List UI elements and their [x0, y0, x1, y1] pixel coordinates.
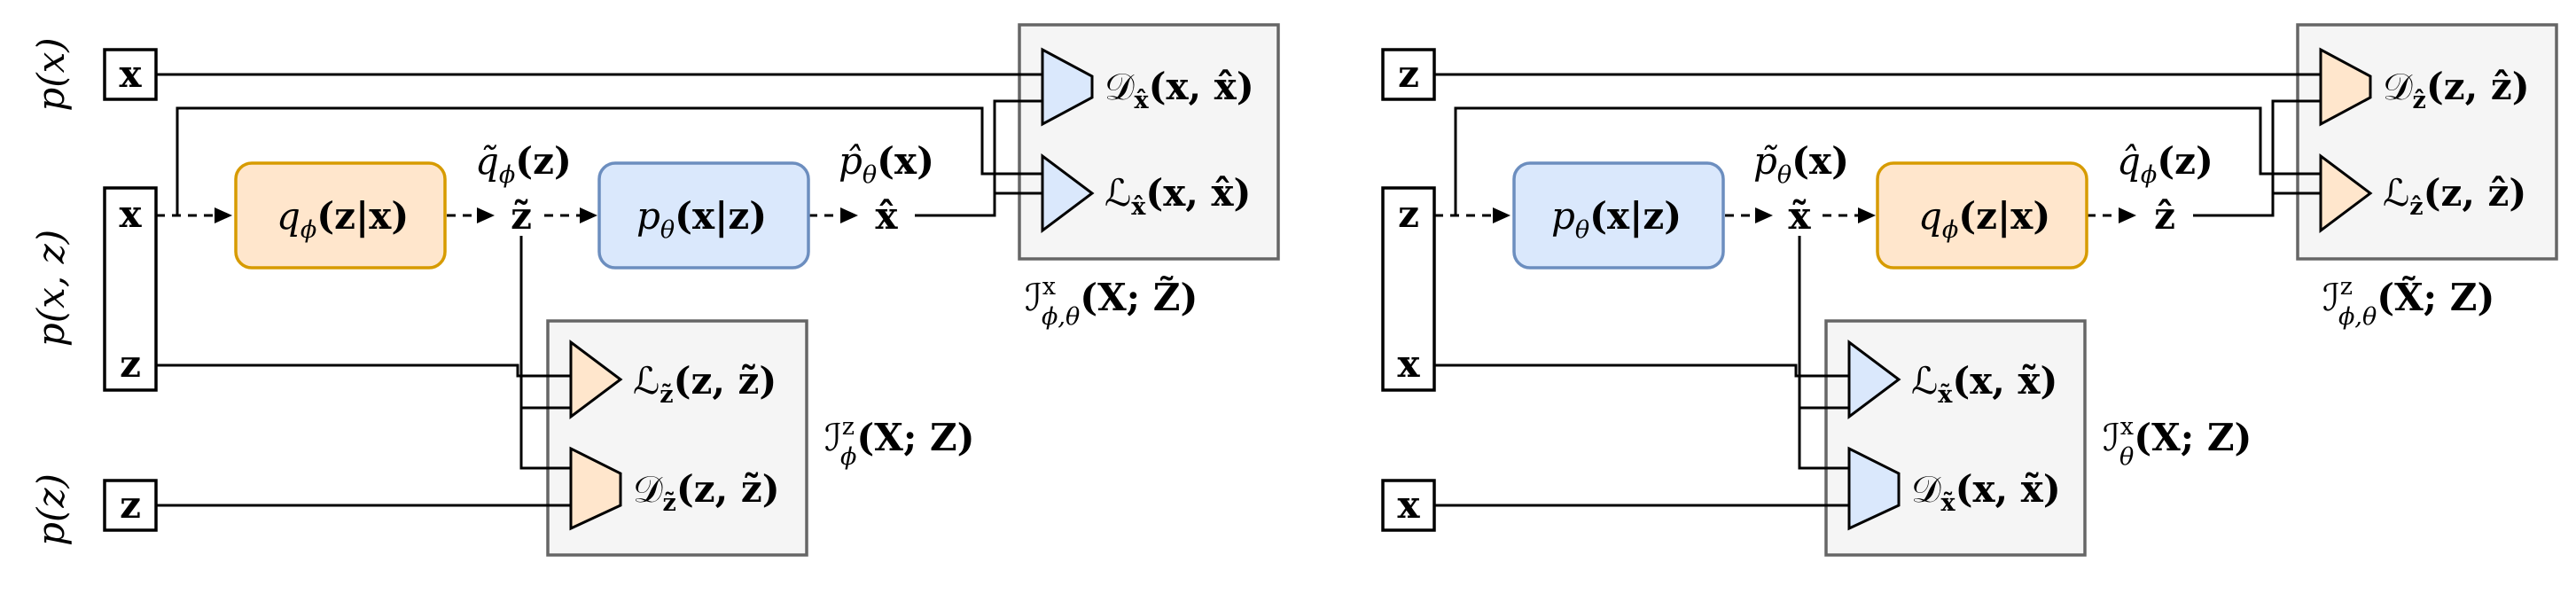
- left-var-box-xz: [103, 186, 158, 392]
- right-d-bot-label: 𝒟x̃(x, x̃): [1911, 467, 2061, 517]
- right-loss-bottom-shape: [1847, 340, 1901, 419]
- right-var-x-bot: x: [1397, 483, 1420, 527]
- left-loss-top-shape: [1041, 153, 1095, 233]
- left-var-z-mid: z: [120, 342, 141, 386]
- left-var-x-mid: x: [119, 192, 142, 236]
- right-xtilde: x̃: [1788, 194, 1811, 238]
- right-l-top-label: ℒẑ(z, ẑ): [2383, 171, 2526, 221]
- left-dist-pz-label: p(z): [29, 473, 73, 546]
- left-diagram: p(x) p(x, z) p(z) x x z z: [29, 23, 1280, 557]
- right-discriminator-bottom-shape: [1847, 446, 1901, 531]
- right-wires: [1434, 73, 2321, 507]
- left-qtilde-label: q̃ϕ(z): [475, 139, 572, 189]
- left-encoder-box: [234, 161, 447, 270]
- right-encoder-box: [1876, 161, 2088, 270]
- right-loss-top-shape: [2319, 153, 2373, 233]
- right-l-bot-label: ℒx̃(x, x̃): [1911, 359, 2057, 409]
- left-loss-bottom-shape: [569, 340, 623, 419]
- left-encoder-label: qϕ(z|x): [277, 194, 409, 244]
- left-phat-label: p̂θ(x): [839, 139, 934, 189]
- right-qhat-label: q̂ϕ(z): [2117, 139, 2213, 189]
- left-dashed-arrows: [156, 207, 858, 223]
- left-ztilde: z̃: [511, 194, 532, 238]
- left-var-z-bot: z: [120, 483, 141, 527]
- right-zhat: ẑ: [2154, 194, 2175, 238]
- right-var-box-zx: [1381, 186, 1436, 392]
- left-l-bot-label: ℒz̃(z, z̃): [633, 359, 777, 409]
- left-dist-pxz-label: p(x, z): [29, 230, 73, 347]
- right-var-x-mid: x: [1397, 342, 1420, 386]
- left-var-box-z-bot: [103, 479, 158, 532]
- left-decoder-label: pθ(x|z): [636, 194, 767, 244]
- right-dashed-arrows: [1434, 207, 2136, 223]
- left-ztilde-bg: [498, 195, 544, 236]
- left-var-box-x-top: [103, 48, 158, 101]
- left-l-top-label: ℒx̂(x, x̂): [1105, 171, 1251, 221]
- right-ptilde-label: p̃θ(x): [1753, 139, 1849, 189]
- right-var-z-mid: z: [1398, 192, 1419, 236]
- right-discriminator-top-shape: [2319, 47, 2372, 127]
- right-decoder-box: [1512, 161, 1725, 270]
- right-diagram: z z x x pθ(x|z): [1381, 23, 2558, 557]
- left-wires: [156, 73, 1042, 507]
- right-var-z-top: z: [1398, 52, 1419, 96]
- left-discriminator-bottom-shape: [569, 446, 622, 531]
- left-d-bot-label: 𝒟z̃(z, z̃): [633, 467, 780, 517]
- left-d-top-label: 𝒟x̂(x, x̂): [1105, 65, 1254, 114]
- left-xhat: x̂: [875, 194, 898, 238]
- right-xtilde-bg: [1776, 195, 1823, 236]
- right-encoder-label: qϕ(z|x): [1918, 194, 2050, 244]
- left-decoder-box: [597, 161, 810, 270]
- left-dist-px-label: p(x): [29, 37, 73, 111]
- right-var-box-x-bot: [1381, 479, 1436, 532]
- right-d-top-label: 𝒟ẑ(z, ẑ): [2383, 65, 2530, 114]
- left-discriminator-top-shape: [1041, 47, 1094, 127]
- left-var-x-top: x: [119, 52, 142, 96]
- right-decoder-label: pθ(x|z): [1551, 194, 1682, 244]
